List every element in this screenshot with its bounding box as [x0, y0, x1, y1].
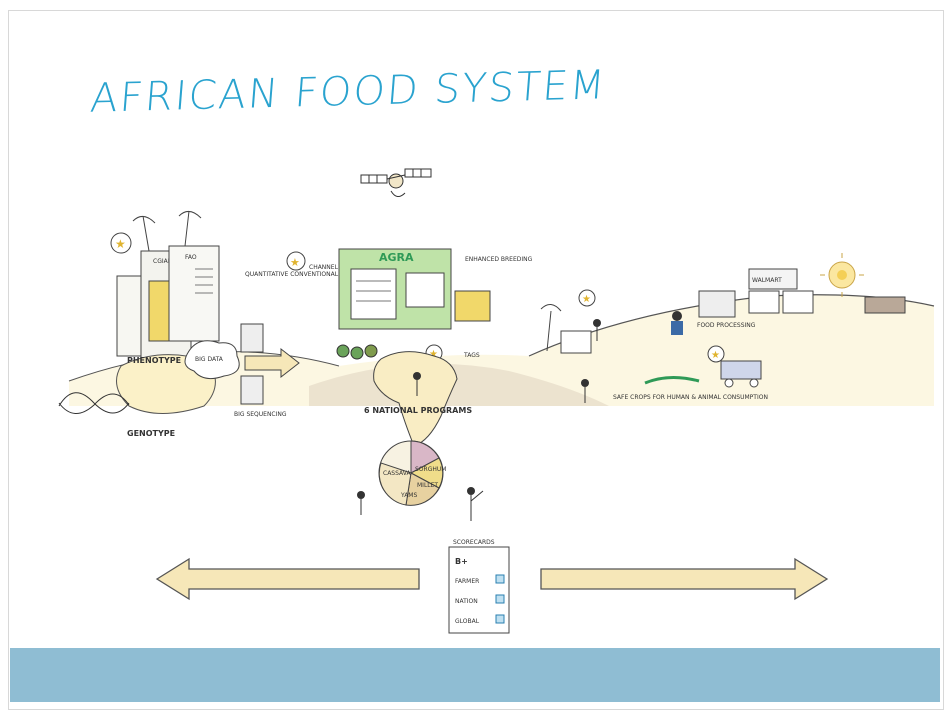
channel-label: CHANNEL	[309, 264, 339, 271]
pie-segment-1: SORGHUM	[415, 466, 446, 473]
africa-map	[373, 351, 458, 447]
arrow-left-icon	[155, 557, 420, 601]
tags-label: TAGS	[463, 352, 480, 359]
scorecard-grade: B+	[455, 557, 468, 566]
crop-pie-illustration: CASSAVA SORGHUM MILLET YAMS	[378, 440, 446, 506]
checkbox-icon	[495, 594, 505, 604]
satellite-icon	[360, 168, 432, 197]
people-figures	[357, 311, 683, 521]
agra-label: AGRA	[379, 251, 414, 264]
svg-text:★: ★	[115, 237, 126, 251]
scorecards-label: SCORECARDS	[453, 539, 495, 546]
agra-board: AGRA	[336, 248, 491, 360]
national-programs-label: 6 NATIONAL PROGRAMS	[364, 406, 472, 415]
food-processing-label: FOOD PROCESSING	[697, 322, 756, 329]
scorecard: SCORECARDS B+ FARMER NATION GLOBAL	[448, 539, 510, 634]
svg-text:★: ★	[429, 349, 438, 360]
phenotype-label: PHENOTYPE	[127, 356, 181, 365]
svg-text:★: ★	[711, 350, 720, 361]
big-sequencing-label: BIG SEQUENCING	[234, 411, 287, 418]
big-data-label: BIG DATA	[195, 356, 224, 363]
enhanced-breeding-label: ENHANCED BREEDING	[465, 256, 533, 263]
value-chain: FOOD PROCESSING WALMART	[540, 268, 906, 388]
research-buildings: CGIAR FAO	[116, 210, 220, 362]
svg-text:★: ★	[290, 256, 300, 269]
footer-band	[10, 648, 940, 702]
slide: AFRICAN FOOD SYSTEM CGIAR	[8, 10, 944, 710]
checkbox-icon	[495, 614, 505, 624]
sun-icon	[820, 253, 864, 297]
food-system-illustration: CGIAR FAO ★ ★ ★ ★ ★	[58, 168, 935, 634]
checkbox-icon	[495, 574, 505, 584]
phenotype-genotype: PHENOTYPE GENOTYPE BIG DATA BIG SEQUENCI…	[58, 323, 300, 438]
walmart-label: WALMART	[752, 277, 782, 284]
svg-text:★: ★	[582, 294, 591, 305]
arrow-right-icon	[540, 557, 829, 601]
pie-segment-3: YAMS	[400, 492, 417, 499]
quantitative-breeding-label: QUANTITATIVE CONVENTIONAL BREEDING	[245, 271, 372, 278]
star-badge-icon: ★ ★ ★ ★ ★	[110, 232, 725, 363]
fao-label: FAO	[185, 254, 197, 261]
safe-crops-label: SAFE CROPS FOR HUMAN & ANIMAL CONSUMPTIO…	[613, 394, 768, 401]
cgiar-label: CGIAR	[153, 258, 172, 265]
scorecard-row-nation: NATION	[455, 598, 478, 605]
scorecard-row-farmer: FARMER	[455, 578, 479, 585]
genotype-label: GENOTYPE	[127, 429, 175, 438]
pie-segment-2: MILLET	[417, 482, 438, 489]
pie-segment-0: CASSAVA	[383, 470, 411, 477]
scorecard-row-global: GLOBAL	[455, 618, 480, 625]
